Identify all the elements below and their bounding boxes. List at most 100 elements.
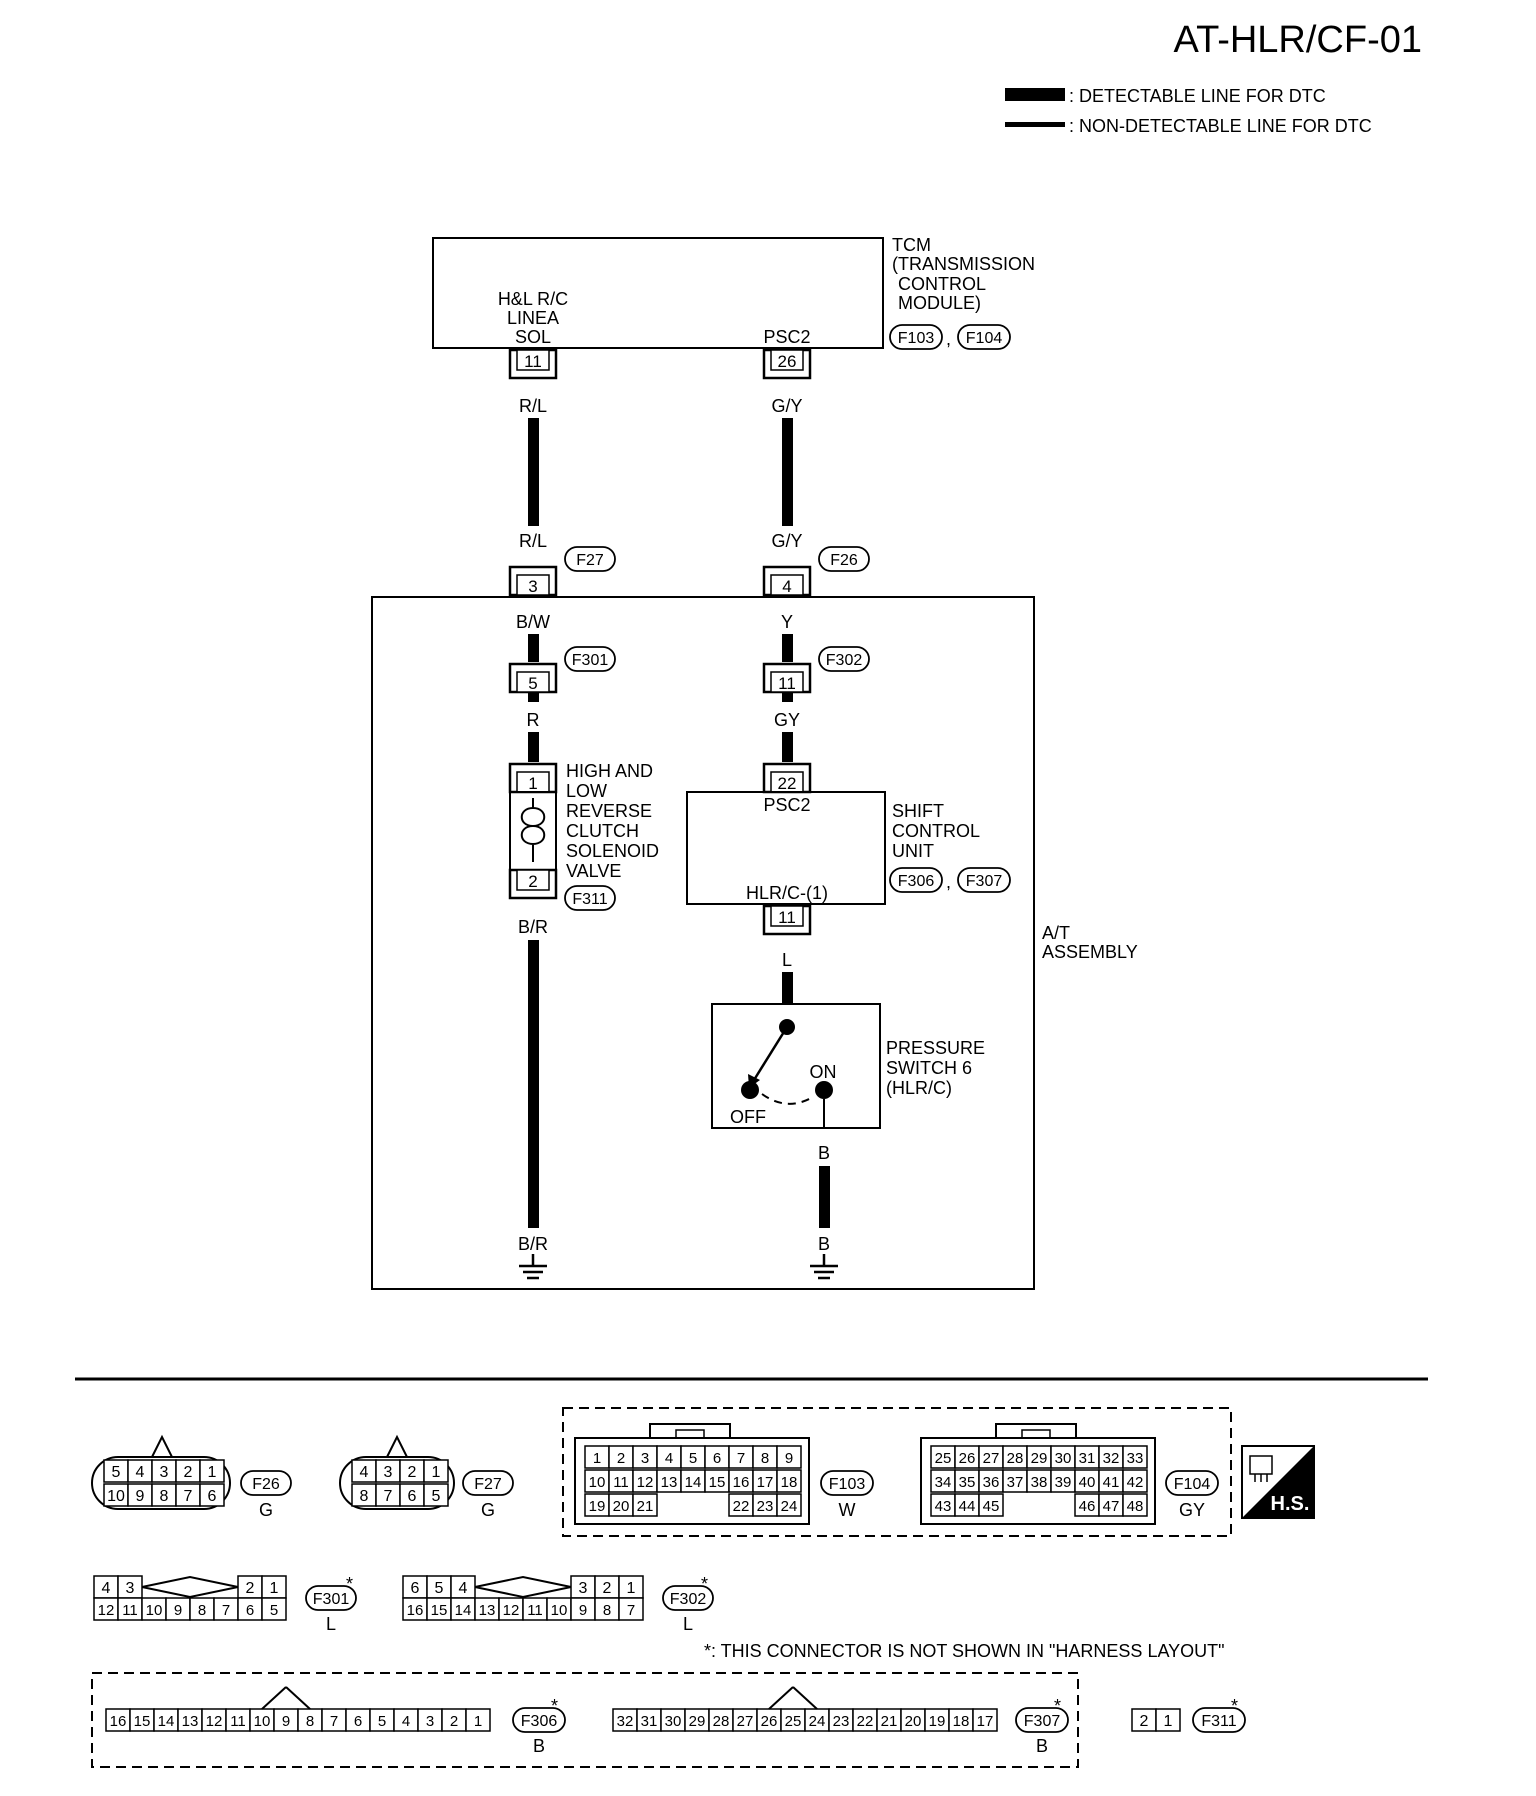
f307-pin-32: 32 — [617, 1713, 634, 1730]
f302-pin-11: 11 — [527, 1602, 543, 1619]
f301-pin-7: 7 — [222, 1602, 230, 1619]
f104-pin-32: 32 — [1103, 1450, 1120, 1467]
at-assembly-label-1: A/T — [1042, 923, 1070, 943]
connector-f302-tag: F302 — [818, 646, 870, 672]
wire-label-l: L — [782, 950, 792, 970]
connector-view-f103-tag: F103 — [820, 1470, 874, 1496]
f307-pin-26: 26 — [761, 1713, 778, 1730]
f306-pin-2: 2 — [450, 1713, 458, 1730]
f301-pin-1: 1 — [270, 1580, 279, 1597]
f306-pin-4: 4 — [402, 1713, 410, 1730]
f306-pin-16: 16 — [110, 1713, 127, 1730]
connector-view-f302-color: L — [683, 1614, 693, 1634]
wire-rl-thick — [528, 418, 539, 526]
f103-pin-15: 15 — [709, 1474, 726, 1491]
tcm-label-line-4: MODULE) — [898, 293, 981, 313]
f302-pin-7: 7 — [627, 1602, 635, 1619]
f103-pin-7: 7 — [737, 1450, 745, 1467]
svg-text:F306: F306 — [521, 1713, 558, 1730]
f104-pin-29: 29 — [1031, 1450, 1048, 1467]
switch-on-label: ON — [810, 1062, 837, 1082]
f103-pin-18-cell — [776, 1469, 802, 1493]
wire-l-thick — [782, 972, 793, 1004]
switch-contact-icon — [741, 1019, 833, 1128]
connector-f26-pin-4: 4 — [762, 565, 812, 597]
solenoid-label: HIGH AND LOW REVERSE CLUTCH SOLENOID VAL… — [566, 761, 659, 881]
connector-view-f306-color: B — [533, 1736, 545, 1756]
connector-f27-tag: F27 — [564, 546, 616, 572]
f301-pin-5: 5 — [270, 1602, 278, 1619]
f104-pin-26: 26 — [959, 1450, 976, 1467]
f306-pin-1-cell — [465, 1708, 491, 1732]
f307-key-left — [768, 1686, 794, 1710]
wire-b-thick — [819, 1166, 830, 1228]
scu-label-line-3: UNIT — [892, 841, 934, 861]
solenoid-label-line-5: SOLENOID — [566, 841, 659, 861]
f104-pin-45: 45 — [983, 1498, 1000, 1515]
wire-br-thick — [528, 940, 539, 1228]
at-assembly-label-2: ASSEMBLY — [1042, 942, 1138, 962]
f103-pin-24: 24 — [781, 1498, 798, 1515]
tcm-hlr-label-2: LINEA — [507, 308, 559, 328]
f103-pin-8: 8 — [761, 1450, 769, 1467]
svg-text:F26: F26 — [830, 552, 858, 569]
f302-pin-9: 9 — [579, 1602, 587, 1619]
f306-pin-9: 9 — [282, 1713, 290, 1730]
svg-text:3: 3 — [528, 577, 537, 596]
f301-pin-9: 9 — [174, 1602, 182, 1619]
svg-text:F301: F301 — [313, 1591, 350, 1608]
pswitch-label-line-1: PRESSURE — [886, 1038, 985, 1058]
tcm-box — [432, 237, 884, 349]
tcm-hlr-label-1: H&L R/C — [498, 289, 568, 309]
wire-label-bw: B/W — [516, 612, 550, 632]
connector-view-f307-star: * — [1054, 1696, 1061, 1716]
connector-view-f27-tag: F27 — [462, 1470, 514, 1496]
f103-pin-5: 5 — [689, 1450, 697, 1467]
harness-side-text: H.S. — [1271, 1493, 1310, 1515]
f103-pin-21-cell — [632, 1493, 658, 1517]
f103-pin-16: 16 — [733, 1474, 750, 1491]
f103-pin-22: 22 — [733, 1498, 750, 1515]
f104-pin-27: 27 — [983, 1450, 1000, 1467]
svg-text:26: 26 — [778, 352, 797, 371]
f27-pin-4: 4 — [360, 1464, 369, 1481]
f103-pin-12: 12 — [637, 1474, 654, 1491]
svg-text:F307: F307 — [1024, 1713, 1061, 1730]
wire-label-gy-top: G/Y — [771, 396, 802, 416]
connector-view-f26-tag: F26 — [240, 1470, 292, 1496]
scu-connector-group — [91, 1672, 1079, 1768]
connector-view-f307-color: B — [1036, 1736, 1048, 1756]
f26-pin-1-cell — [199, 1459, 225, 1483]
f104-pin-43: 43 — [935, 1498, 952, 1515]
harness-layout-note: *: THIS CONNECTOR IS NOT SHOWN IN "HARNE… — [704, 1641, 1225, 1661]
connector-view-f301-star: * — [346, 1574, 353, 1594]
svg-text:5: 5 — [528, 674, 537, 693]
f26-pin-5: 5 — [112, 1464, 121, 1481]
f103-pin-11: 11 — [613, 1474, 629, 1491]
pswitch-label-line-2: SWITCH 6 — [886, 1058, 972, 1078]
legend-thick-swatch — [1005, 88, 1065, 101]
f104-pin-30: 30 — [1055, 1450, 1072, 1467]
pressure-switch-box — [711, 1003, 881, 1129]
f301-pin-12: 12 — [98, 1602, 115, 1619]
legend-non-detectable-text: : NON-DETECTABLE LINE FOR DTC — [1069, 116, 1372, 136]
f26-pin-2: 2 — [184, 1464, 193, 1481]
f26-pin-7: 7 — [184, 1488, 193, 1505]
f302-pin-15: 15 — [431, 1602, 448, 1619]
f103-pin-20: 20 — [613, 1498, 630, 1515]
svg-text:2: 2 — [528, 872, 537, 891]
f104-pin-46: 46 — [1079, 1498, 1096, 1515]
wire-label-b-top: B — [818, 1143, 830, 1163]
connector-f26-tag: F26 — [818, 546, 870, 572]
f26-pin-3: 3 — [160, 1464, 169, 1481]
connector-view-f104-tag: F104 — [1165, 1470, 1219, 1496]
tcm-connector-f103-label: F103 — [898, 330, 935, 347]
f103-pin-6: 6 — [713, 1450, 721, 1467]
tcm-hlr-label-3: SOL — [515, 327, 551, 347]
solenoid-label-line-4: CLUTCH — [566, 821, 639, 841]
svg-text:4: 4 — [782, 577, 791, 596]
f302-pin-16: 16 — [407, 1602, 424, 1619]
